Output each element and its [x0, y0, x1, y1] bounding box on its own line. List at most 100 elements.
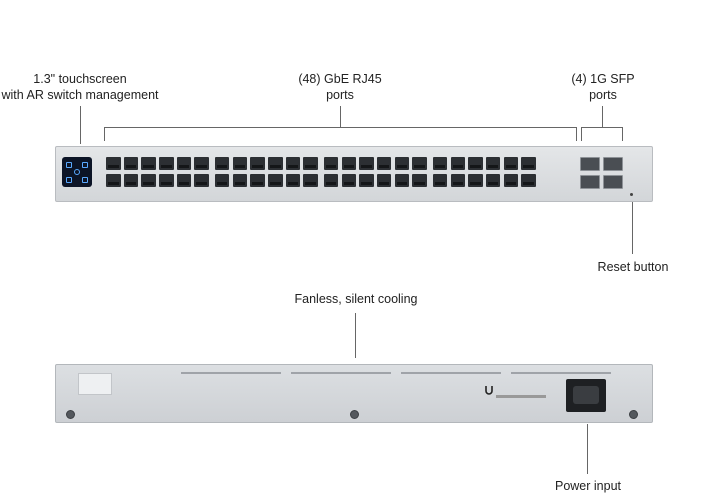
rj45-ports-bottom-row [106, 174, 539, 187]
rj45-port[interactable] [503, 174, 519, 187]
rj45-port[interactable] [412, 174, 427, 187]
sfp-bracket-right [622, 127, 623, 141]
screen-icon-center [74, 169, 80, 175]
rj45-port[interactable] [412, 157, 427, 170]
rj45-port[interactable] [323, 174, 339, 187]
rj45-label-line2: ports [326, 88, 354, 102]
rj45-port[interactable] [521, 174, 536, 187]
rj45-port[interactable] [176, 157, 192, 170]
rj45-port[interactable] [159, 174, 174, 187]
rj45-port[interactable] [303, 174, 318, 187]
rj45-port[interactable] [450, 174, 465, 187]
power-leader [587, 424, 588, 474]
switch-back-panel [55, 364, 653, 423]
sfp-port[interactable] [580, 157, 600, 171]
rj45-port[interactable] [394, 157, 410, 170]
rj45-port[interactable] [285, 157, 301, 170]
sfp-bracket-left [581, 127, 582, 141]
vent-slot [511, 372, 611, 374]
rj45-ports-top-row [106, 157, 539, 170]
rj45-port[interactable] [468, 157, 483, 170]
regulatory-markings [484, 386, 549, 403]
rj45-port[interactable] [450, 157, 465, 170]
screen-icon-top-left [66, 162, 72, 168]
rj45-port[interactable] [285, 174, 301, 187]
reset-leader [632, 196, 633, 254]
touchscreen-label: 1.3" touchscreen with AR switch manageme… [0, 71, 160, 103]
rj45-bracket-left [104, 127, 105, 141]
sfp-leader [602, 106, 603, 127]
rj45-port[interactable] [323, 157, 339, 170]
rj45-port[interactable] [194, 174, 209, 187]
rj45-port[interactable] [141, 174, 156, 187]
screen-icon-bottom-right [82, 177, 88, 183]
rj45-leader [340, 106, 341, 127]
vent-slot [291, 372, 391, 374]
rj45-port[interactable] [268, 174, 283, 187]
sfp-label-line2: ports [589, 88, 617, 102]
rj45-port[interactable] [485, 157, 501, 170]
sfp-ports-top-row [580, 157, 626, 171]
screen-icon-bottom-left [66, 177, 72, 183]
sfp-label-line1: (4) 1G SFP [571, 72, 635, 86]
vent-slot [181, 372, 281, 374]
cooling-label: Fanless, silent cooling [294, 292, 418, 306]
rj45-port[interactable] [503, 157, 519, 170]
rj45-port[interactable] [468, 174, 483, 187]
rj45-port[interactable] [141, 157, 156, 170]
rj45-port[interactable] [341, 157, 357, 170]
sfp-port[interactable] [580, 175, 600, 189]
touchscreen-leader [80, 106, 81, 144]
sfp-label: (4) 1G SFP ports [563, 71, 643, 103]
rj45-port[interactable] [394, 174, 410, 187]
touchscreen-display[interactable] [62, 157, 92, 187]
screw-left [66, 410, 75, 419]
rj45-label: (48) GbE RJ45 ports [280, 71, 400, 103]
reset-label: Reset button [597, 260, 669, 274]
rj45-label-line1: (48) GbE RJ45 [298, 72, 382, 86]
rj45-port[interactable] [159, 157, 174, 170]
rj45-port[interactable] [303, 157, 318, 170]
rj45-port[interactable] [106, 157, 121, 170]
sfp-port[interactable] [603, 175, 623, 189]
rj45-port[interactable] [432, 157, 448, 170]
rj45-port[interactable] [341, 174, 357, 187]
rj45-port[interactable] [214, 157, 230, 170]
rj45-port[interactable] [194, 157, 209, 170]
screen-icon-top-right [82, 162, 88, 168]
rj45-port[interactable] [376, 174, 392, 187]
rj45-port[interactable] [123, 174, 139, 187]
rj45-port[interactable] [214, 174, 230, 187]
rj45-bracket [104, 127, 577, 128]
reset-button[interactable] [630, 193, 633, 196]
screw-right [629, 410, 638, 419]
rj45-port[interactable] [521, 157, 536, 170]
sfp-ports-bottom-row [580, 175, 626, 189]
rj45-port[interactable] [485, 174, 501, 187]
vent-slot [401, 372, 501, 374]
rj45-port[interactable] [232, 157, 248, 170]
rj45-port[interactable] [432, 174, 448, 187]
rj45-port[interactable] [359, 157, 374, 170]
cooling-leader [355, 313, 356, 358]
rj45-port[interactable] [250, 174, 265, 187]
rj45-port[interactable] [376, 157, 392, 170]
rj45-port[interactable] [232, 174, 248, 187]
serial-sticker [78, 373, 112, 395]
power-inlet[interactable] [566, 379, 606, 412]
power-label: Power input [554, 479, 621, 493]
sfp-bracket [581, 127, 623, 128]
screw-center [350, 410, 359, 419]
sfp-port[interactable] [603, 157, 623, 171]
rj45-port[interactable] [123, 157, 139, 170]
rj45-bracket-right [576, 127, 577, 141]
touchscreen-label-line2: with AR switch management [1, 88, 159, 102]
rj45-port[interactable] [268, 157, 283, 170]
rj45-port[interactable] [359, 174, 374, 187]
rj45-port[interactable] [106, 174, 121, 187]
touchscreen-label-line1: 1.3" touchscreen [33, 72, 127, 86]
brand-logo-icon [485, 386, 493, 395]
rj45-port[interactable] [176, 174, 192, 187]
switch-front-panel [55, 146, 653, 202]
rj45-port[interactable] [250, 157, 265, 170]
